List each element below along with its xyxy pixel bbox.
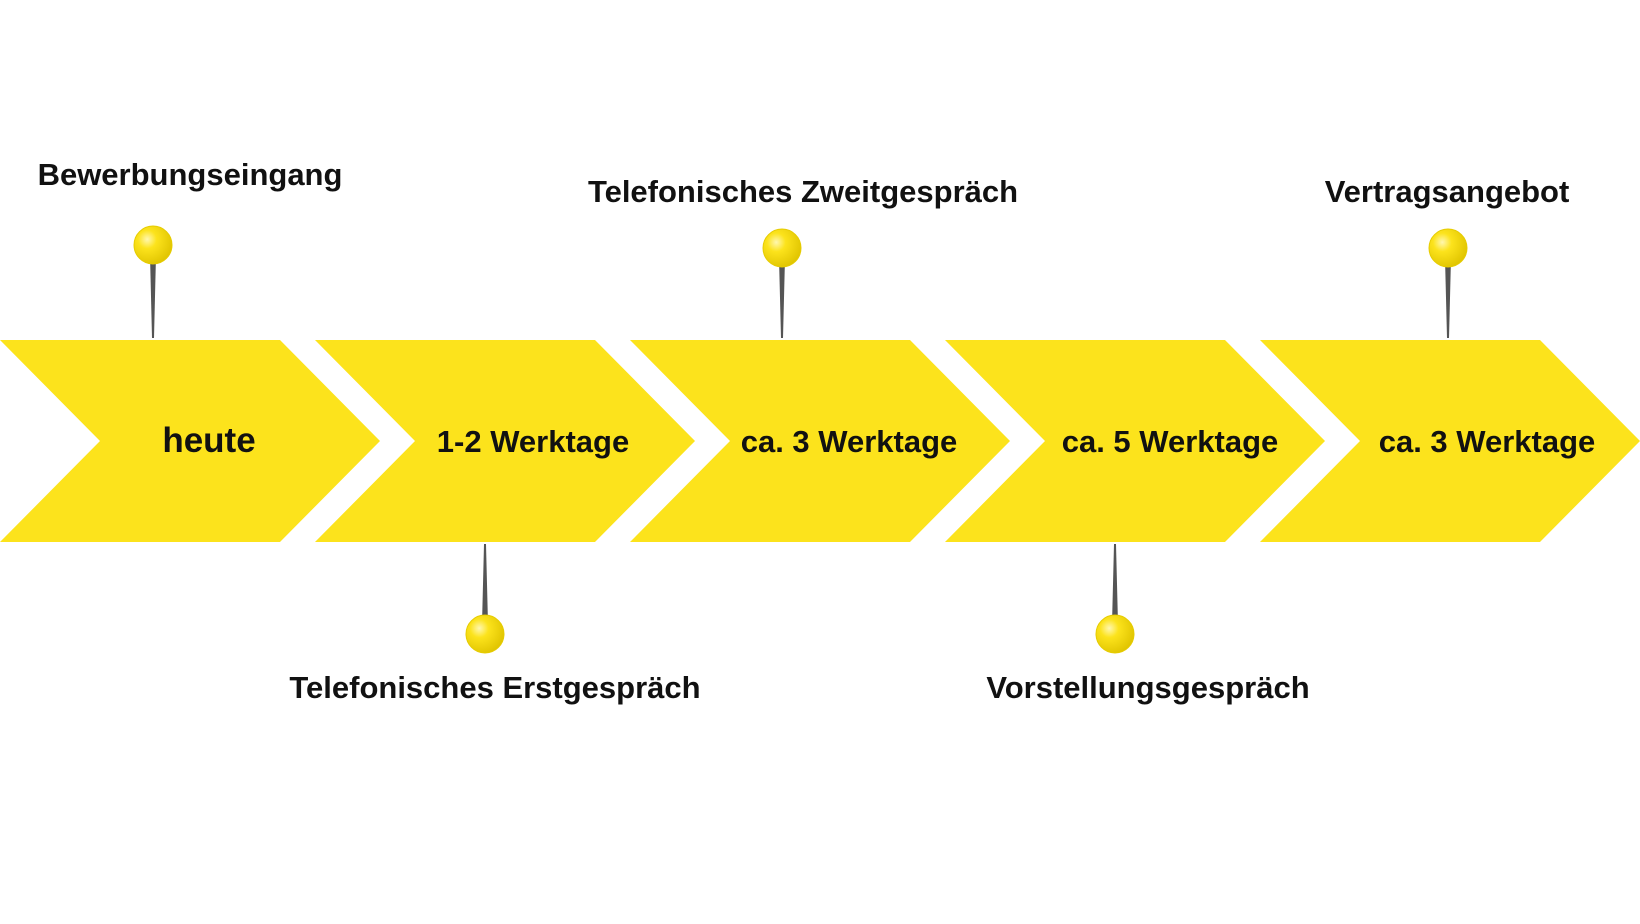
step-label-2: 1-2 Werktage: [437, 424, 629, 459]
pin-needle: [482, 544, 488, 624]
pin-icon: [1095, 614, 1135, 654]
chevron-step-1: [0, 340, 380, 542]
milestone-1: Bewerbungseingang: [38, 157, 343, 338]
pin-icon: [1428, 228, 1468, 268]
milestone-5: Vertragsangebot: [1325, 174, 1570, 338]
pin-needle: [779, 258, 785, 338]
step-label-1: heute: [162, 421, 255, 460]
milestone-3: Telefonisches Zweitgespräch: [588, 174, 1018, 338]
pin-needle: [1445, 258, 1451, 338]
pin-icon: [762, 228, 802, 268]
pin-icon: [465, 614, 505, 654]
milestone-label-1: Bewerbungseingang: [38, 157, 343, 192]
milestone-2: Telefonisches Erstgespräch: [289, 544, 701, 705]
pin-needle: [1112, 544, 1118, 624]
chevron-step-3: [630, 340, 1010, 542]
step-label-5: ca. 3 Werktage: [1379, 424, 1596, 459]
pin-icon: [133, 225, 173, 265]
step-label-4: ca. 5 Werktage: [1062, 424, 1279, 459]
chevron-step-2: [315, 340, 695, 542]
step-label-3: ca. 3 Werktage: [741, 424, 958, 459]
milestone-label-4: Vorstellungsgespräch: [986, 670, 1309, 705]
milestone-label-2: Telefonisches Erstgespräch: [289, 670, 700, 705]
milestone-4: Vorstellungsgespräch: [986, 544, 1310, 705]
chevron-row: heute 1-2 Werktage ca. 3 Werktage ca. 5 Wer…: [0, 340, 1640, 542]
milestone-label-5: Vertragsangebot: [1325, 174, 1570, 209]
chevron-step-5: [1260, 340, 1640, 542]
chevron-step-4: [945, 340, 1325, 542]
pin-needle: [150, 255, 156, 338]
milestone-label-3: Telefonisches Zweitgespräch: [588, 174, 1018, 209]
